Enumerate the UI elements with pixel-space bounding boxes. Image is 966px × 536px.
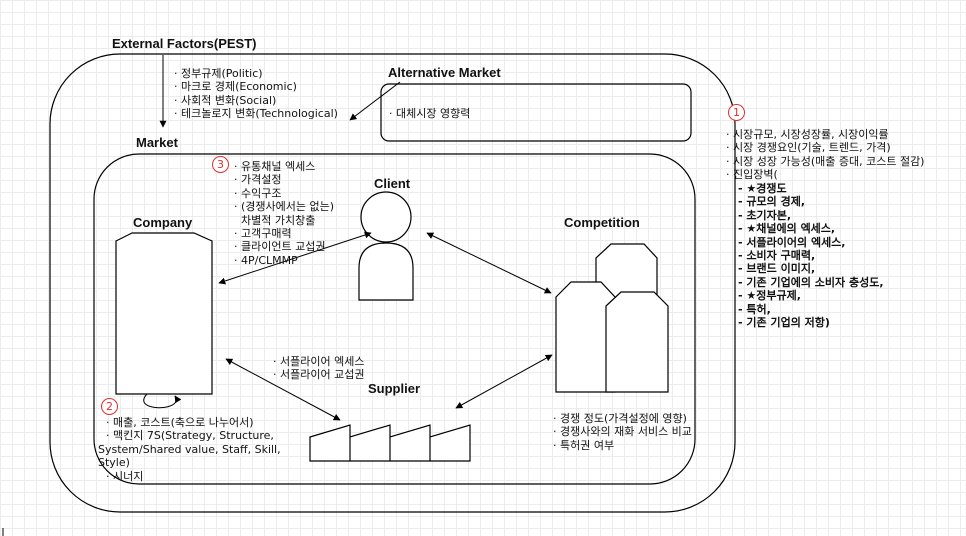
client-item: · 유통채널 엑세스 bbox=[234, 160, 316, 173]
company-item: · 매출, 코스트(축으로 나누어서) bbox=[106, 416, 254, 429]
client-item: · (경쟁사에서는 없는) bbox=[234, 200, 335, 214]
client-head bbox=[360, 191, 412, 243]
competition-list: · 경쟁 정도(가격설정에 영향) · 경쟁사와의 재화 서비스 비교 · 특허… bbox=[553, 412, 692, 452]
competition-shape-front-right bbox=[605, 291, 669, 393]
client-item: · 4P/CLMMP bbox=[234, 253, 298, 267]
competition-item: · 특허권 여부 bbox=[553, 438, 615, 452]
pest-item: · 사회적 변화(Social) bbox=[174, 93, 277, 107]
barrier-item: - 서플라이어의 엑세스, bbox=[738, 235, 846, 249]
barrier-item: - ★채널에의 엑세스, bbox=[738, 222, 836, 236]
client-body bbox=[358, 242, 414, 301]
supplier-item: · 서플라이어 교섭권 bbox=[273, 368, 365, 382]
barrier-item: - 초기자본, bbox=[738, 208, 792, 222]
alternative-market-title: Alternative Market bbox=[388, 65, 501, 80]
client-item: · 고객구매력 bbox=[234, 227, 292, 241]
client-item: · 수익구조 bbox=[234, 186, 282, 200]
barrier-item: - 특허, bbox=[738, 302, 771, 316]
supplier-list: · 서플라이어 엑세스 · 서플라이어 교섭권 bbox=[273, 355, 364, 382]
company-item: Style) bbox=[98, 456, 130, 470]
market-list: · 시장규모, 시장성장률, 시장이익률 · 시장 경쟁요인(기술, 트렌드, … bbox=[726, 128, 924, 182]
competition-item: · 경쟁 정도(가격설정에 영향) bbox=[553, 412, 687, 425]
pest-list: · 정부규제(Politic) · 마크로 경제(Economic) · 사회적… bbox=[174, 67, 338, 121]
client-item: 차별적 가치창출 bbox=[234, 213, 316, 227]
marker-one: 1 bbox=[728, 104, 745, 121]
barrier-item: - 기존 기업에의 소비자 충성도, bbox=[738, 275, 884, 289]
competition-item: · 경쟁사와의 재화 서비스 비교 bbox=[553, 425, 692, 439]
market-item: · 진입장벽( bbox=[726, 168, 778, 182]
external-boundary bbox=[49, 53, 736, 513]
company-title: Company bbox=[133, 215, 193, 230]
barrier-item: - ★경쟁도 bbox=[738, 182, 787, 195]
client-competition-arrow bbox=[426, 232, 552, 294]
competition-supplier-arrow bbox=[455, 354, 553, 409]
client-item: · 가격설정 bbox=[234, 173, 282, 187]
barrier-item: - 소비자 구매력, bbox=[738, 249, 816, 263]
pest-item: · 테크놀로지 변화(Technological) bbox=[174, 107, 338, 121]
supplier-factory bbox=[309, 424, 471, 462]
market-title: Market bbox=[136, 135, 178, 150]
company-list: · 매출, 코스트(축으로 나누어서) · 맥킨지 7S(Strategy, S… bbox=[98, 416, 281, 483]
company-item: · 맥킨지 7S(Strategy, Structure, bbox=[106, 429, 274, 443]
alternative-market-box bbox=[380, 83, 692, 142]
company-self-loop bbox=[143, 393, 182, 409]
client-title: Client bbox=[374, 176, 411, 191]
supplier-item: · 서플라이어 엑세스 bbox=[273, 355, 365, 368]
pest-item: · 정부규제(Politic) bbox=[174, 67, 263, 80]
client-list: · 유통채널 엑세스 · 가격설정 · 수익구조 · (경쟁사에서는 없는) 차… bbox=[234, 160, 334, 267]
barrier-item: - 브랜드 이미지, bbox=[738, 262, 816, 276]
market-item: · 시장 경쟁요인(기술, 트렌드, 가격) bbox=[726, 141, 891, 155]
competition-title: Competition bbox=[564, 215, 640, 230]
supplier-title: Supplier bbox=[368, 381, 421, 396]
company-client-arrow bbox=[218, 231, 372, 285]
company-shape bbox=[115, 232, 213, 395]
market-item: · 시장 성장 가능성(매출 증대, 코스트 절감) bbox=[726, 154, 925, 168]
company-supplier-arrow bbox=[225, 358, 341, 421]
external-factors-title: External Factors(PEST) bbox=[112, 36, 257, 51]
barrier-item: - 기존 기업의 저항) bbox=[738, 316, 830, 330]
alternative-arrow bbox=[349, 81, 401, 121]
barrier-item: - 규모의 경제, bbox=[738, 195, 806, 209]
market-item: · 시장규모, 시장성장률, 시장이익률 bbox=[726, 128, 889, 141]
alternative-market-item: · 대체시장 영향력 bbox=[389, 107, 471, 120]
marker-three: 3 bbox=[212, 156, 229, 173]
barrier-item: - ★정부규제, bbox=[738, 289, 801, 303]
client-item: · 클라이언트 교섭권 bbox=[234, 240, 326, 254]
entry-barrier-list: - ★경쟁도 - 규모의 경제, - 초기자본, - ★채널에의 엑세스, - … bbox=[738, 182, 884, 329]
company-item: · 시너지 bbox=[106, 469, 144, 483]
pest-item: · 마크로 경제(Economic) bbox=[174, 80, 297, 94]
marker-two: 2 bbox=[101, 398, 118, 415]
company-item: System/Shared value, Staff, Skill, bbox=[98, 442, 281, 456]
market-boundary bbox=[93, 153, 696, 485]
